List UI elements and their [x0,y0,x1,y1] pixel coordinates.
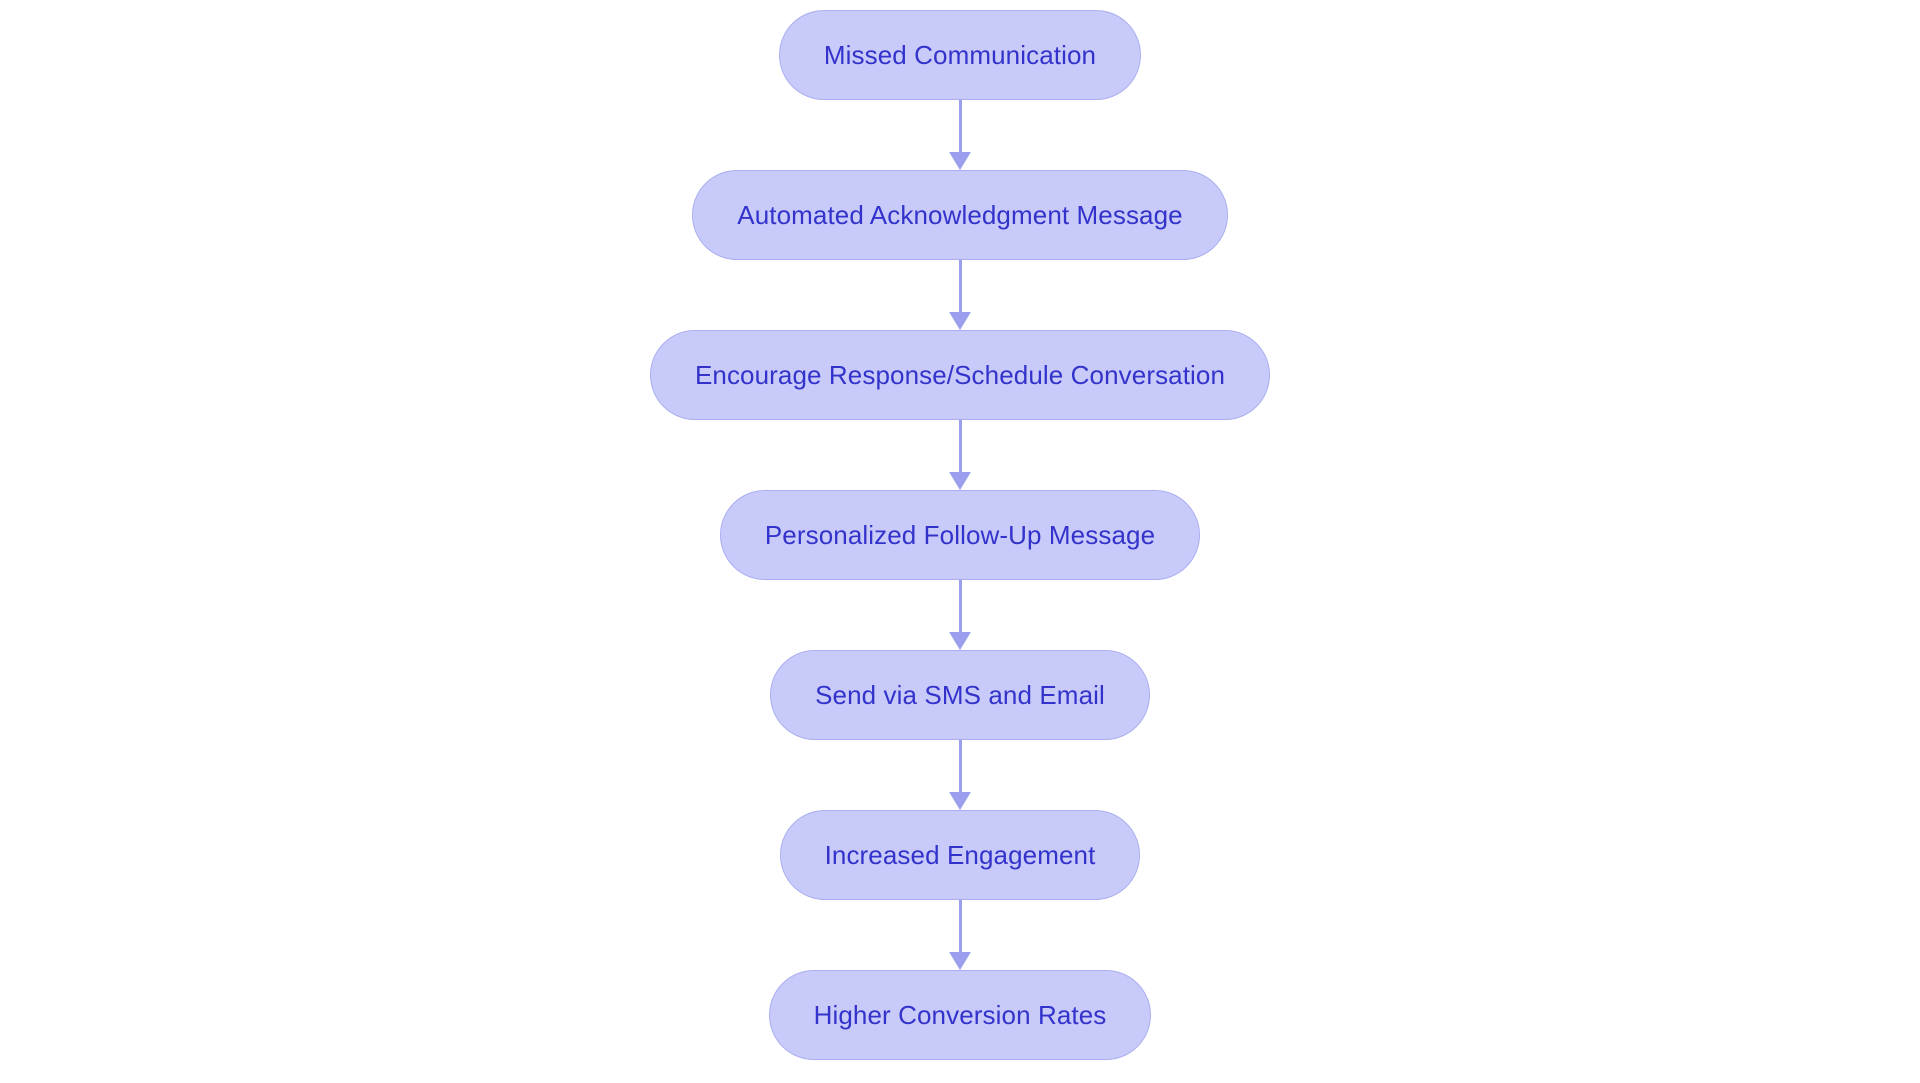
flow-edge-n5-n6 [940,740,980,810]
flow-node-encourage-response-schedule-conversation[interactable]: Encourage Response/Schedule Conversation [649,330,1271,420]
arrow-down-icon [949,952,971,970]
edge-line [958,740,962,794]
flow-edge-n3-n4 [940,420,980,490]
flow-node-label: Send via SMS and Email [815,680,1105,710]
arrow-down-icon [949,312,971,330]
flow-node-increased-engagement[interactable]: Increased Engagement [779,810,1141,900]
flow-node-label: Missed Communication [823,40,1097,70]
flow-node-automated-acknowledgment-message[interactable]: Automated Acknowledgment Message [692,170,1228,260]
edge-line [958,260,962,314]
flow-node-missed-communication[interactable]: Missed Communication [778,10,1142,100]
flow-edge-n1-n2 [940,100,980,170]
flow-node-label: Encourage Response/Schedule Conversation [694,360,1226,390]
flow-node-label: Increased Engagement [824,840,1096,870]
top-spacer [960,0,961,10]
edge-line [958,420,962,474]
arrow-down-icon [949,472,971,490]
flow-node-label: Higher Conversion Rates [813,1000,1107,1030]
arrow-down-icon [949,792,971,810]
flow-edge-n4-n5 [940,580,980,650]
flow-node-personalized-follow-up-message[interactable]: Personalized Follow-Up Message [719,490,1201,580]
edge-line [958,900,962,954]
flow-node-label: Automated Acknowledgment Message [737,200,1183,230]
arrow-down-icon [949,632,971,650]
flow-edge-n2-n3 [940,260,980,330]
flow-node-label: Personalized Follow-Up Message [764,520,1156,550]
arrow-down-icon [949,152,971,170]
edge-line [958,580,962,634]
flow-node-send-via-sms-and-email[interactable]: Send via SMS and Email [770,650,1150,740]
flow-edge-n6-n7 [940,900,980,970]
edge-line [958,100,962,154]
flow-node-higher-conversion-rates[interactable]: Higher Conversion Rates [768,970,1152,1060]
